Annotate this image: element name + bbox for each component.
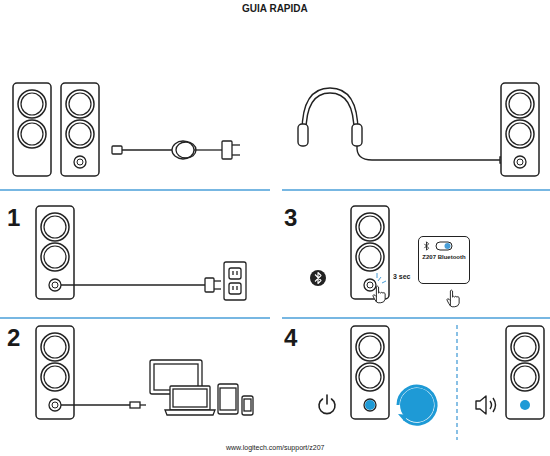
step-number: 4 — [284, 324, 297, 352]
device-name: Z207 Bluetooth — [422, 254, 466, 262]
device-card: Z207 Bluetooth — [418, 236, 470, 284]
step-number: 2 — [7, 324, 20, 352]
support-url: www.logitech.com/support/z207 — [226, 444, 324, 451]
page-title: GUIA RAPIDA — [242, 3, 308, 14]
step-number: 1 — [7, 204, 20, 232]
duration-label: 3 sec — [393, 273, 411, 280]
step-number: 3 — [284, 204, 297, 232]
